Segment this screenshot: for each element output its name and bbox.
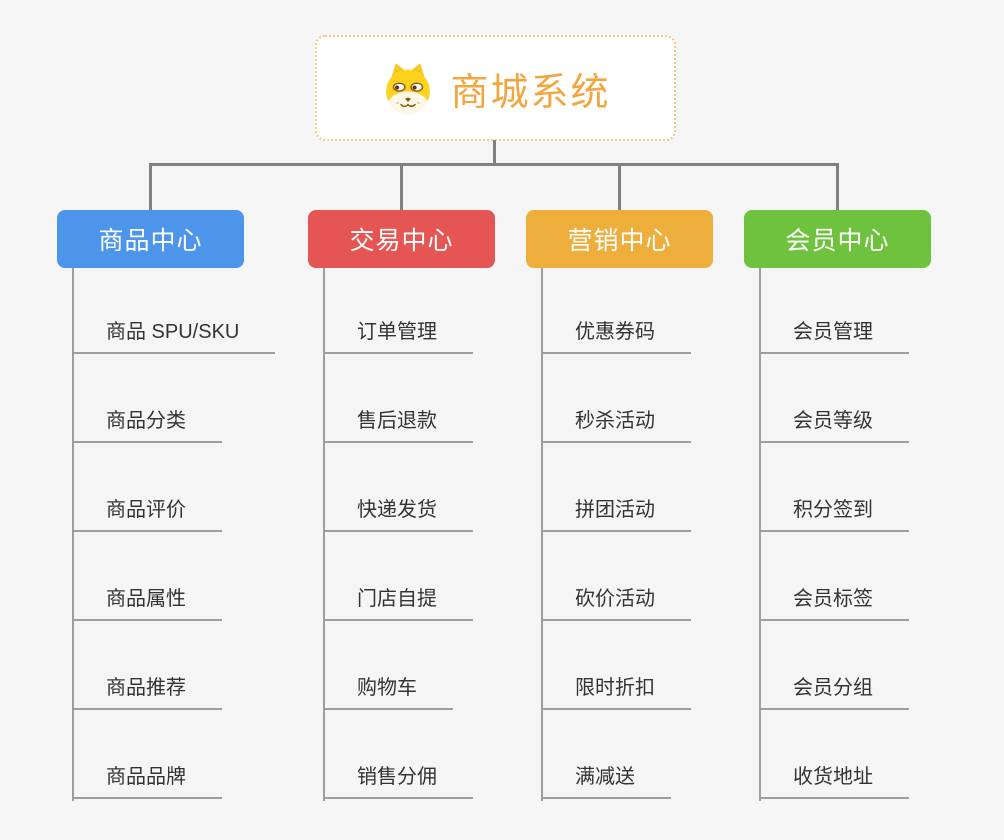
connector-root-vertical — [493, 140, 496, 164]
connector-drop-products — [149, 163, 152, 211]
shiba-dog-icon — [386, 63, 431, 114]
leaf-node[interactable]: 会员管理 — [759, 315, 909, 354]
leaf-node[interactable]: 限时折扣 — [541, 671, 691, 710]
root-title: 商城系统 — [450, 71, 611, 114]
branch-spine-products — [72, 268, 74, 801]
branch-header-label: 会员中心 — [785, 227, 890, 255]
leaf-node[interactable]: 会员标签 — [759, 582, 909, 621]
branch-spine-trade — [323, 268, 325, 801]
leaf-node[interactable]: 砍价活动 — [541, 582, 691, 621]
leaf-node[interactable]: 门店自提 — [323, 582, 473, 621]
connector-horizontal-rail — [149, 163, 839, 166]
leaf-node[interactable]: 商品分类 — [72, 404, 222, 443]
connector-drop-trade — [400, 163, 403, 211]
branch-items-products: 商品 SPU/SKU 商品分类 商品评价 商品属性 商品推荐 商品品牌 — [72, 265, 276, 799]
leaf-node[interactable]: 售后退款 — [323, 404, 473, 443]
leaf-node[interactable]: 购物车 — [323, 671, 453, 710]
branch-spine-marketing — [541, 268, 543, 801]
branch-items-marketing: 优惠券码 秒杀活动 拼团活动 砍价活动 限时折扣 满减送 — [541, 265, 691, 799]
leaf-node[interactable]: 拼团活动 — [541, 493, 691, 532]
branch-header-trade[interactable]: 交易中心 — [308, 210, 495, 268]
root-node-mall-system[interactable]: 商城系统 — [315, 35, 676, 141]
branch-items-trade: 订单管理 售后退款 快递发货 门店自提 购物车 销售分佣 — [323, 265, 473, 799]
leaf-node[interactable]: 优惠券码 — [541, 315, 691, 354]
branch-header-label: 商品中心 — [98, 227, 203, 255]
leaf-node[interactable]: 收货地址 — [759, 760, 909, 799]
leaf-node[interactable]: 商品 SPU/SKU — [72, 315, 276, 354]
leaf-node[interactable]: 秒杀活动 — [541, 404, 691, 443]
leaf-node[interactable]: 快递发货 — [323, 493, 473, 532]
leaf-node[interactable]: 销售分佣 — [323, 760, 473, 799]
branch-header-marketing[interactable]: 营销中心 — [526, 210, 713, 268]
connector-drop-marketing — [618, 163, 621, 211]
leaf-node[interactable]: 商品属性 — [72, 582, 222, 621]
branch-header-label: 交易中心 — [349, 227, 454, 255]
leaf-node[interactable]: 商品评价 — [72, 493, 222, 532]
leaf-node[interactable]: 商品品牌 — [72, 760, 222, 799]
branch-header-products[interactable]: 商品中心 — [57, 210, 244, 268]
leaf-node[interactable]: 订单管理 — [323, 315, 473, 354]
leaf-node[interactable]: 商品推荐 — [72, 671, 222, 710]
branch-spine-members — [759, 268, 761, 801]
connector-drop-members — [836, 163, 839, 211]
branch-header-label: 营销中心 — [567, 227, 672, 255]
leaf-node[interactable]: 积分签到 — [759, 493, 909, 532]
leaf-node[interactable]: 会员分组 — [759, 671, 909, 710]
leaf-node[interactable]: 满减送 — [541, 760, 671, 799]
leaf-node[interactable]: 会员等级 — [759, 404, 909, 443]
branch-header-members[interactable]: 会员中心 — [744, 210, 931, 268]
branch-items-members: 会员管理 会员等级 积分签到 会员标签 会员分组 收货地址 — [759, 265, 909, 799]
